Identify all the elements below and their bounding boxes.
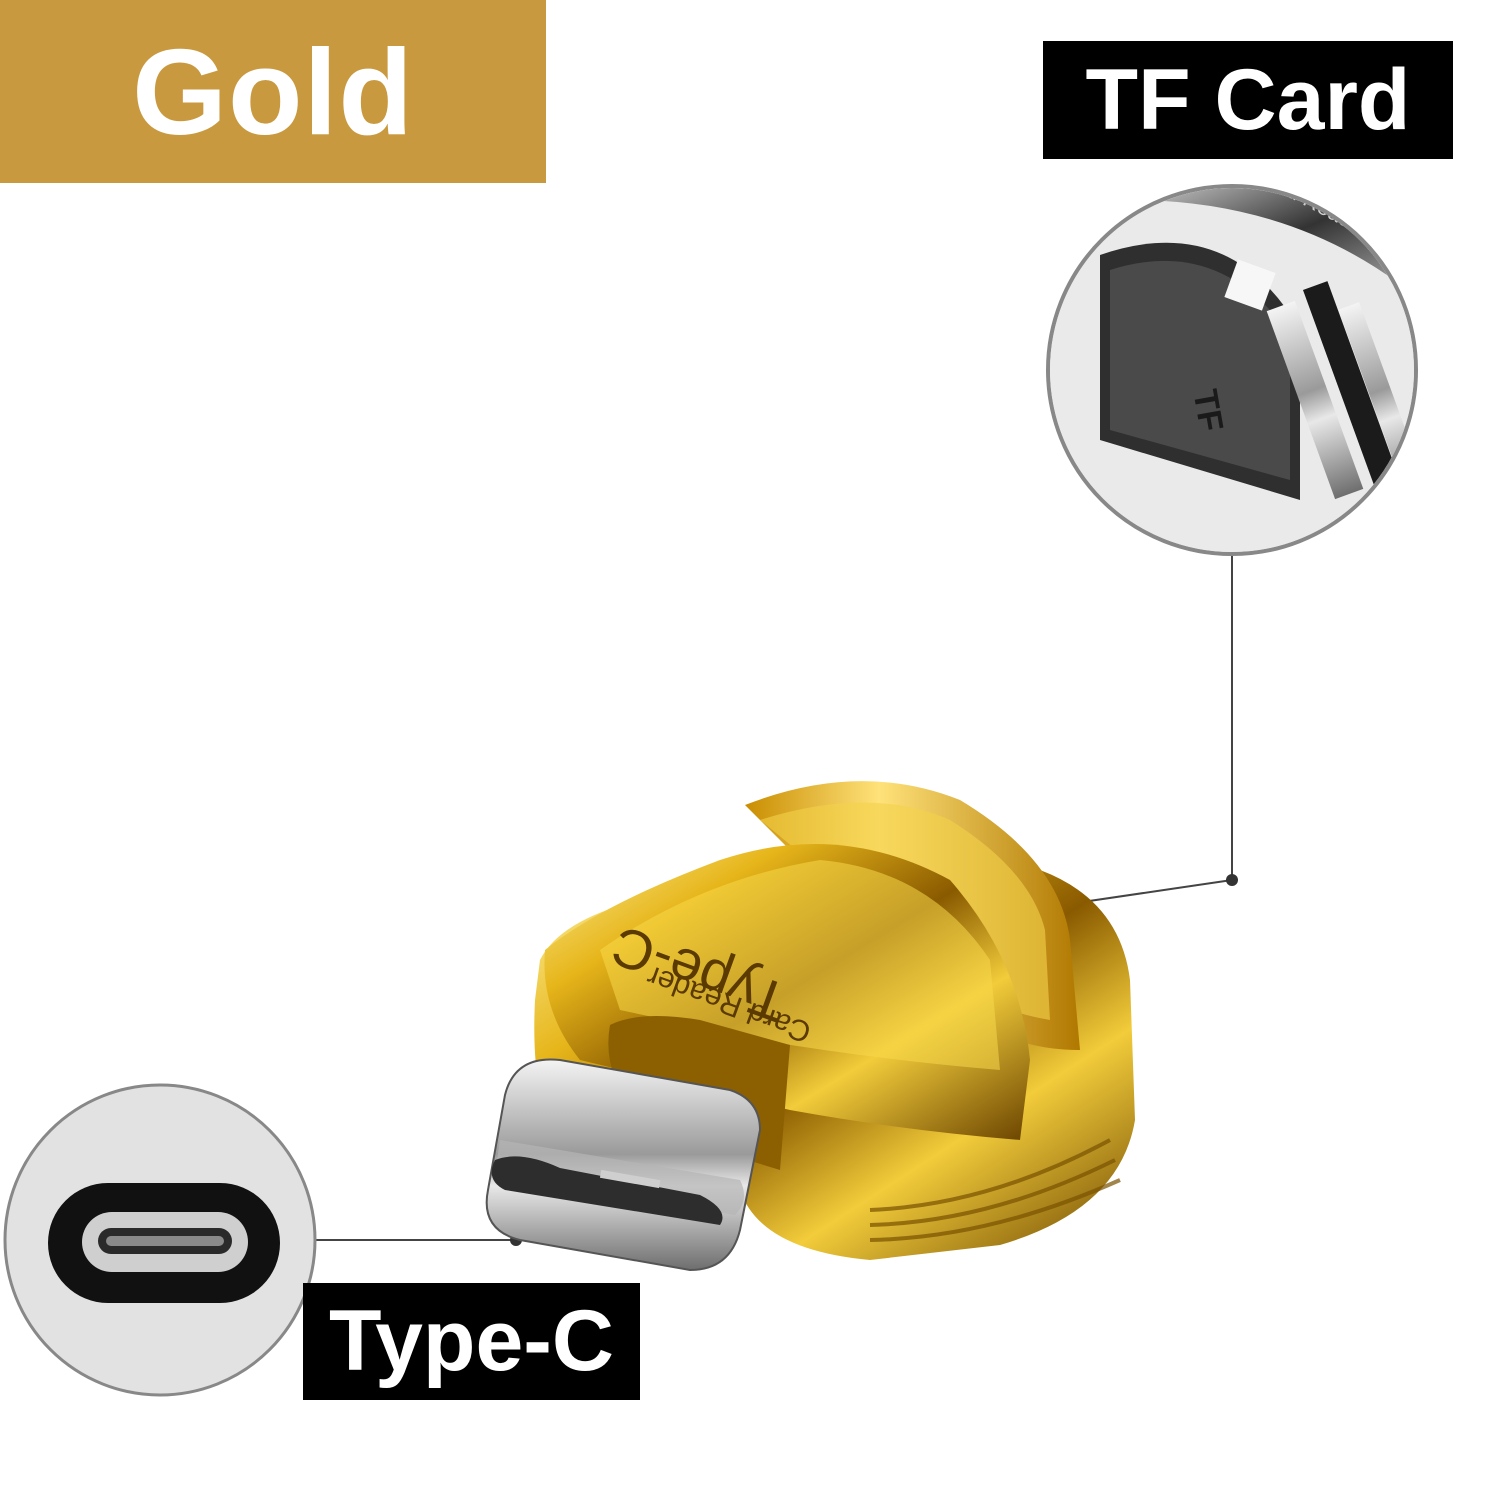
color-label: Gold xyxy=(132,23,414,160)
tf-card-label-text: TF Card xyxy=(1085,51,1411,148)
tf-card-label: TF Card xyxy=(1043,41,1453,159)
tf-card-zoom: TF Card Reader xyxy=(1046,184,1418,556)
gold-color-banner: Gold xyxy=(0,0,546,183)
type-c-label-text: Type-C xyxy=(328,1293,615,1389)
tf-slot-mark: TF xyxy=(1186,387,1231,435)
type-c-label: Type-C xyxy=(303,1283,640,1400)
type-c-port-zoom xyxy=(3,1083,317,1397)
card-reader-product: Type-C Card Reader xyxy=(485,781,1135,1272)
type-c-callout-line xyxy=(310,1234,522,1246)
tf-callout-line xyxy=(1061,552,1238,906)
type-c-plug xyxy=(485,1058,762,1272)
